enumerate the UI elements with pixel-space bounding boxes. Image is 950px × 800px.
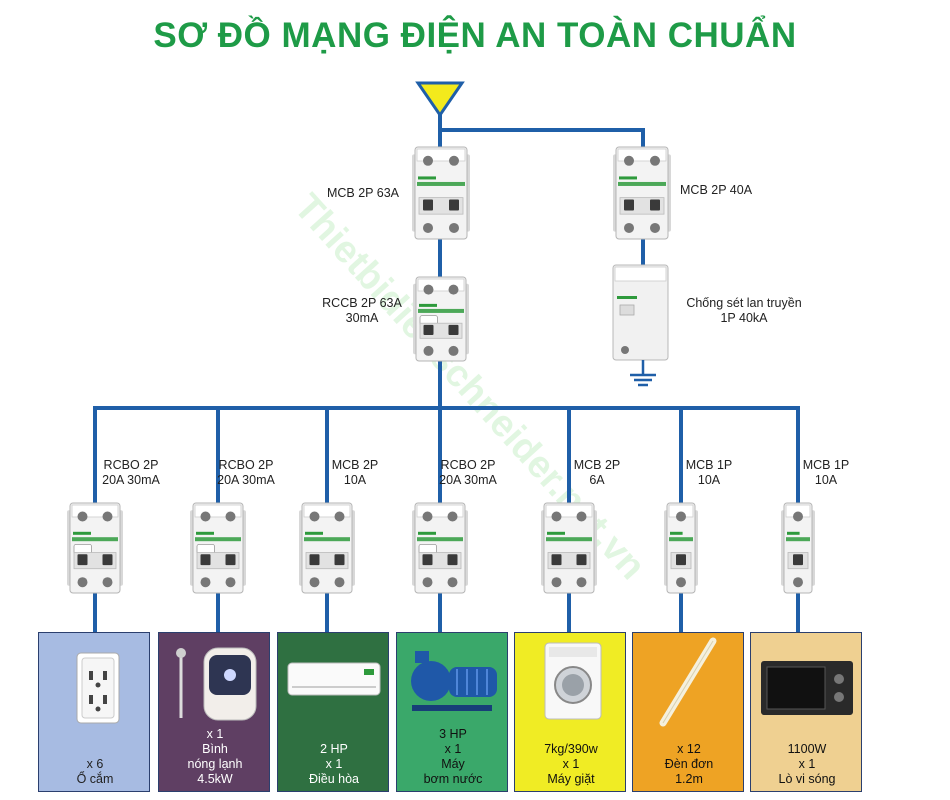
load-label-line: x 1	[444, 742, 462, 756]
branch-breaker-label-line: RCBO 2P	[103, 458, 159, 472]
spd-label-line: 1P 40kA	[720, 311, 768, 325]
outlet-icon	[76, 652, 120, 724]
tube-light-icon	[659, 637, 717, 727]
branch-breaker-label-line: 20A 30mA	[439, 473, 497, 487]
branch-breaker-icon	[67, 502, 123, 594]
load-label-line: Đèn đơn	[664, 757, 714, 771]
branch-breaker-label-line: MCB 2P	[573, 458, 621, 472]
spd-label-line: Chống sét lan truyền	[686, 296, 802, 310]
microwave-icon	[761, 661, 853, 715]
load-label-line: x 1	[325, 757, 343, 771]
branch-breaker-icon	[664, 502, 698, 594]
branch-breaker-label-line: MCB 1P	[685, 458, 733, 472]
load-label-line: bơm nước	[423, 772, 483, 786]
branch-breaker-label-line: 6A	[589, 473, 605, 487]
rccb-label-line: RCCB 2P 63A	[322, 296, 402, 310]
load-label-line: Ổ cắm	[76, 772, 114, 786]
branch-breaker-label-line: MCB 2P	[331, 458, 379, 472]
load-label-line: x 1	[206, 727, 224, 741]
rccb-icon	[413, 276, 469, 362]
load-label-line: Lò vi sóng	[778, 772, 836, 786]
ground-icon	[630, 360, 656, 387]
load-label-line: 1.2m	[675, 772, 703, 786]
branch-breaker-icon	[541, 502, 597, 594]
branch-breaker-icon	[781, 502, 815, 594]
surge-protector-icon	[612, 264, 669, 361]
air-conditioner-icon	[287, 662, 381, 696]
page-title: SƠ ĐỒ MẠNG ĐIỆN AN TOÀN CHUẨN	[153, 16, 797, 55]
power-source-icon	[415, 81, 465, 118]
load-label-line: x 1	[798, 757, 816, 771]
rccb-label-line: 30mA	[345, 311, 379, 325]
load-label-line: 1100W	[787, 742, 827, 756]
branch-breaker-label-line: 10A	[343, 473, 367, 487]
main-breaker-label-line: MCB 2P 63A	[326, 186, 400, 200]
main-breaker-icon	[412, 146, 470, 240]
branch-breaker-label-line: RCBO 2P	[440, 458, 496, 472]
water-heater-icon	[176, 647, 257, 721]
load-label-line: Điều hòa	[308, 772, 360, 786]
load-label-line: Máy	[441, 757, 465, 771]
branch-breaker-label-line: 20A 30mA	[217, 473, 275, 487]
washing-machine-icon	[544, 642, 602, 720]
branch-breaker-label-line: 10A	[814, 473, 838, 487]
branch-breaker-icon	[190, 502, 246, 594]
spd-breaker-icon	[613, 146, 671, 240]
load-label-line: x 1	[562, 757, 580, 771]
load-label-line: nóng lạnh	[187, 757, 243, 771]
water-pump-icon	[411, 651, 497, 711]
load-label-line: 3 HP	[439, 727, 467, 741]
load-label-line: x 12	[677, 742, 701, 756]
main-breaker-label: MCB 2P 63A	[318, 186, 408, 201]
load-label-line: 2 HP	[320, 742, 348, 756]
spd-breaker-label-line: MCB 2P 40A	[680, 183, 753, 197]
load-label-line: x 6	[86, 757, 104, 771]
spd-breaker-label: MCB 2P 40A	[680, 183, 770, 198]
branch-breaker-label-line: RCBO 2P	[218, 458, 274, 472]
load-label-line: 4.5kW	[197, 772, 233, 786]
branch-breaker-label-line: 20A 30mA	[102, 473, 160, 487]
branch-breaker-label-line: MCB 1P	[802, 458, 850, 472]
branch-breaker-icon	[412, 502, 468, 594]
load-label-line: Bình	[202, 742, 228, 756]
branch-breaker-label-line: 10A	[697, 473, 721, 487]
load-label-line: 7kg/390w	[544, 742, 598, 756]
load-label-line: Máy giặt	[547, 772, 595, 786]
branch-breaker-icon	[299, 502, 355, 594]
